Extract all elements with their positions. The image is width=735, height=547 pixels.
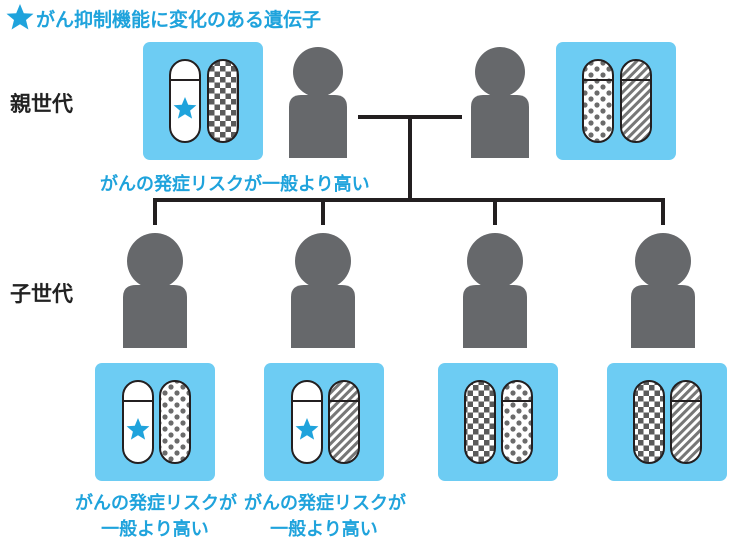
child-person-icon [463, 233, 527, 348]
parent-risk-text: がんの発症リスクが一般より高い [100, 174, 370, 195]
child1-risk-line1: がんの発症リスクが [75, 493, 237, 514]
child-person-icon [123, 233, 187, 348]
child2-risk-line2: 一般より高い [270, 519, 378, 540]
star-icon [173, 97, 197, 119]
child-person-icon [291, 233, 355, 348]
child1-risk-line2: 一般より高い [101, 519, 209, 540]
gene-box-child2 [264, 363, 384, 481]
star-icon [126, 418, 150, 440]
gene-box-parent2 [556, 42, 676, 160]
legend-label: がん抑制機能に変化のある遺伝子 [36, 9, 322, 31]
gene-box-child1 [95, 363, 215, 481]
parent-person-icon [471, 47, 529, 158]
gene-box-child3 [438, 363, 558, 481]
star-icon [295, 418, 319, 440]
family-tree-lines [153, 115, 665, 225]
child2-risk-line1: がんの発症リスクが [244, 493, 406, 514]
parent-generation-label: 親世代 [10, 92, 73, 116]
child-person-icon [631, 233, 695, 348]
parent-person-icon [289, 47, 347, 158]
star-icon [6, 4, 34, 30]
gene-box-parent1 [143, 42, 263, 160]
gene-box-child4 [607, 363, 727, 481]
child-generation-label: 子世代 [10, 282, 73, 306]
